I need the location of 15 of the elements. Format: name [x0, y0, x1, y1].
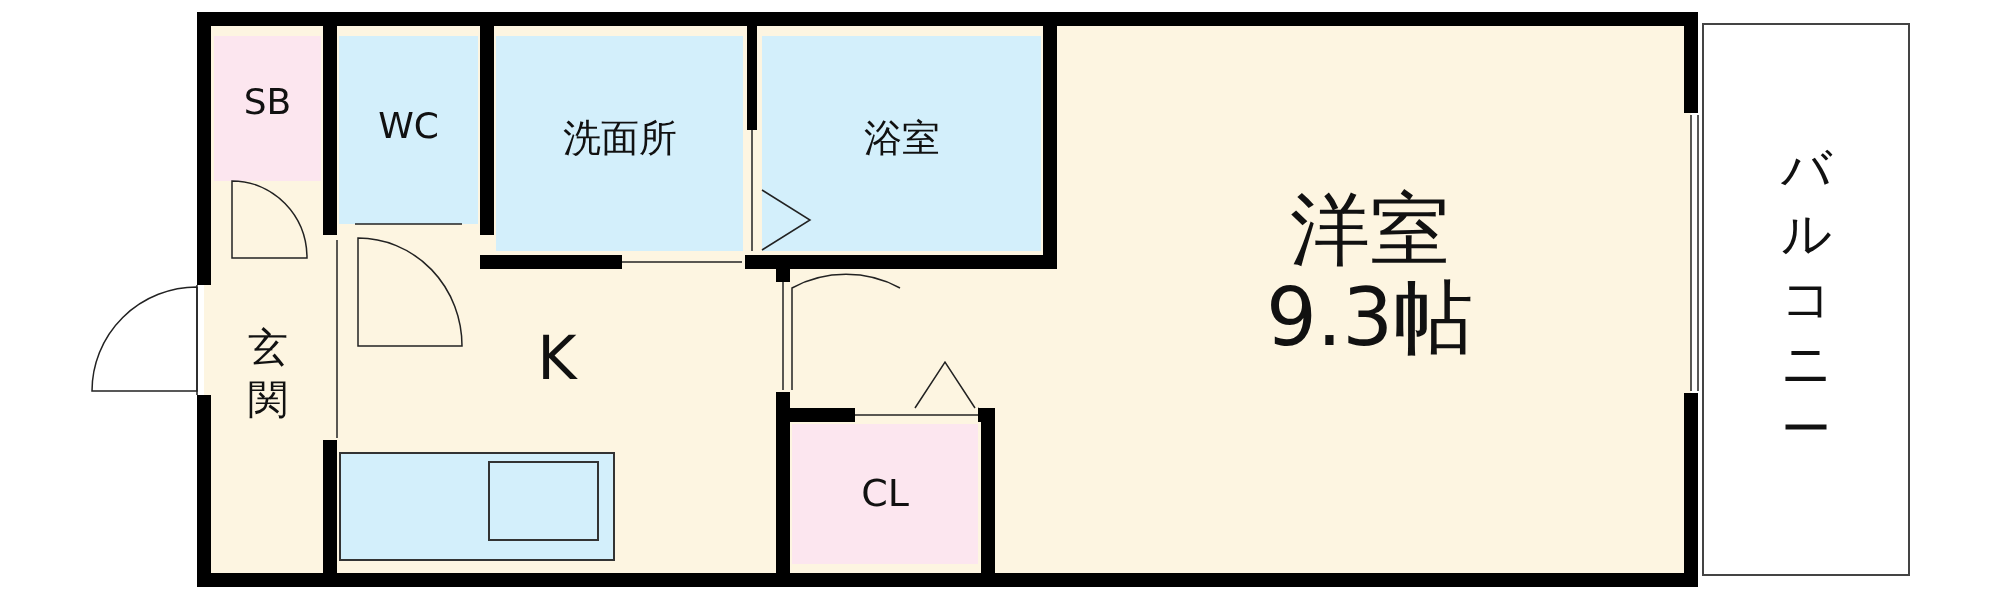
room-label: 浴室 — [863, 118, 940, 160]
room-label: 9.3帖 — [1265, 274, 1474, 362]
room-label: 洗面所 — [562, 118, 677, 160]
room-label: WC — [378, 106, 439, 146]
bathroom — [762, 36, 1041, 251]
storage-room — [214, 36, 321, 181]
room-label: 玄関 — [247, 322, 288, 424]
room-label: 洋室 — [1289, 186, 1450, 274]
washroom — [496, 36, 743, 251]
room-label: SB — [243, 82, 292, 122]
balcony — [1702, 23, 1910, 576]
room-label: バルコニー — [1781, 139, 1831, 460]
toilet-room — [339, 36, 478, 224]
room-label: CL — [861, 473, 909, 515]
room-label: K — [537, 325, 577, 391]
